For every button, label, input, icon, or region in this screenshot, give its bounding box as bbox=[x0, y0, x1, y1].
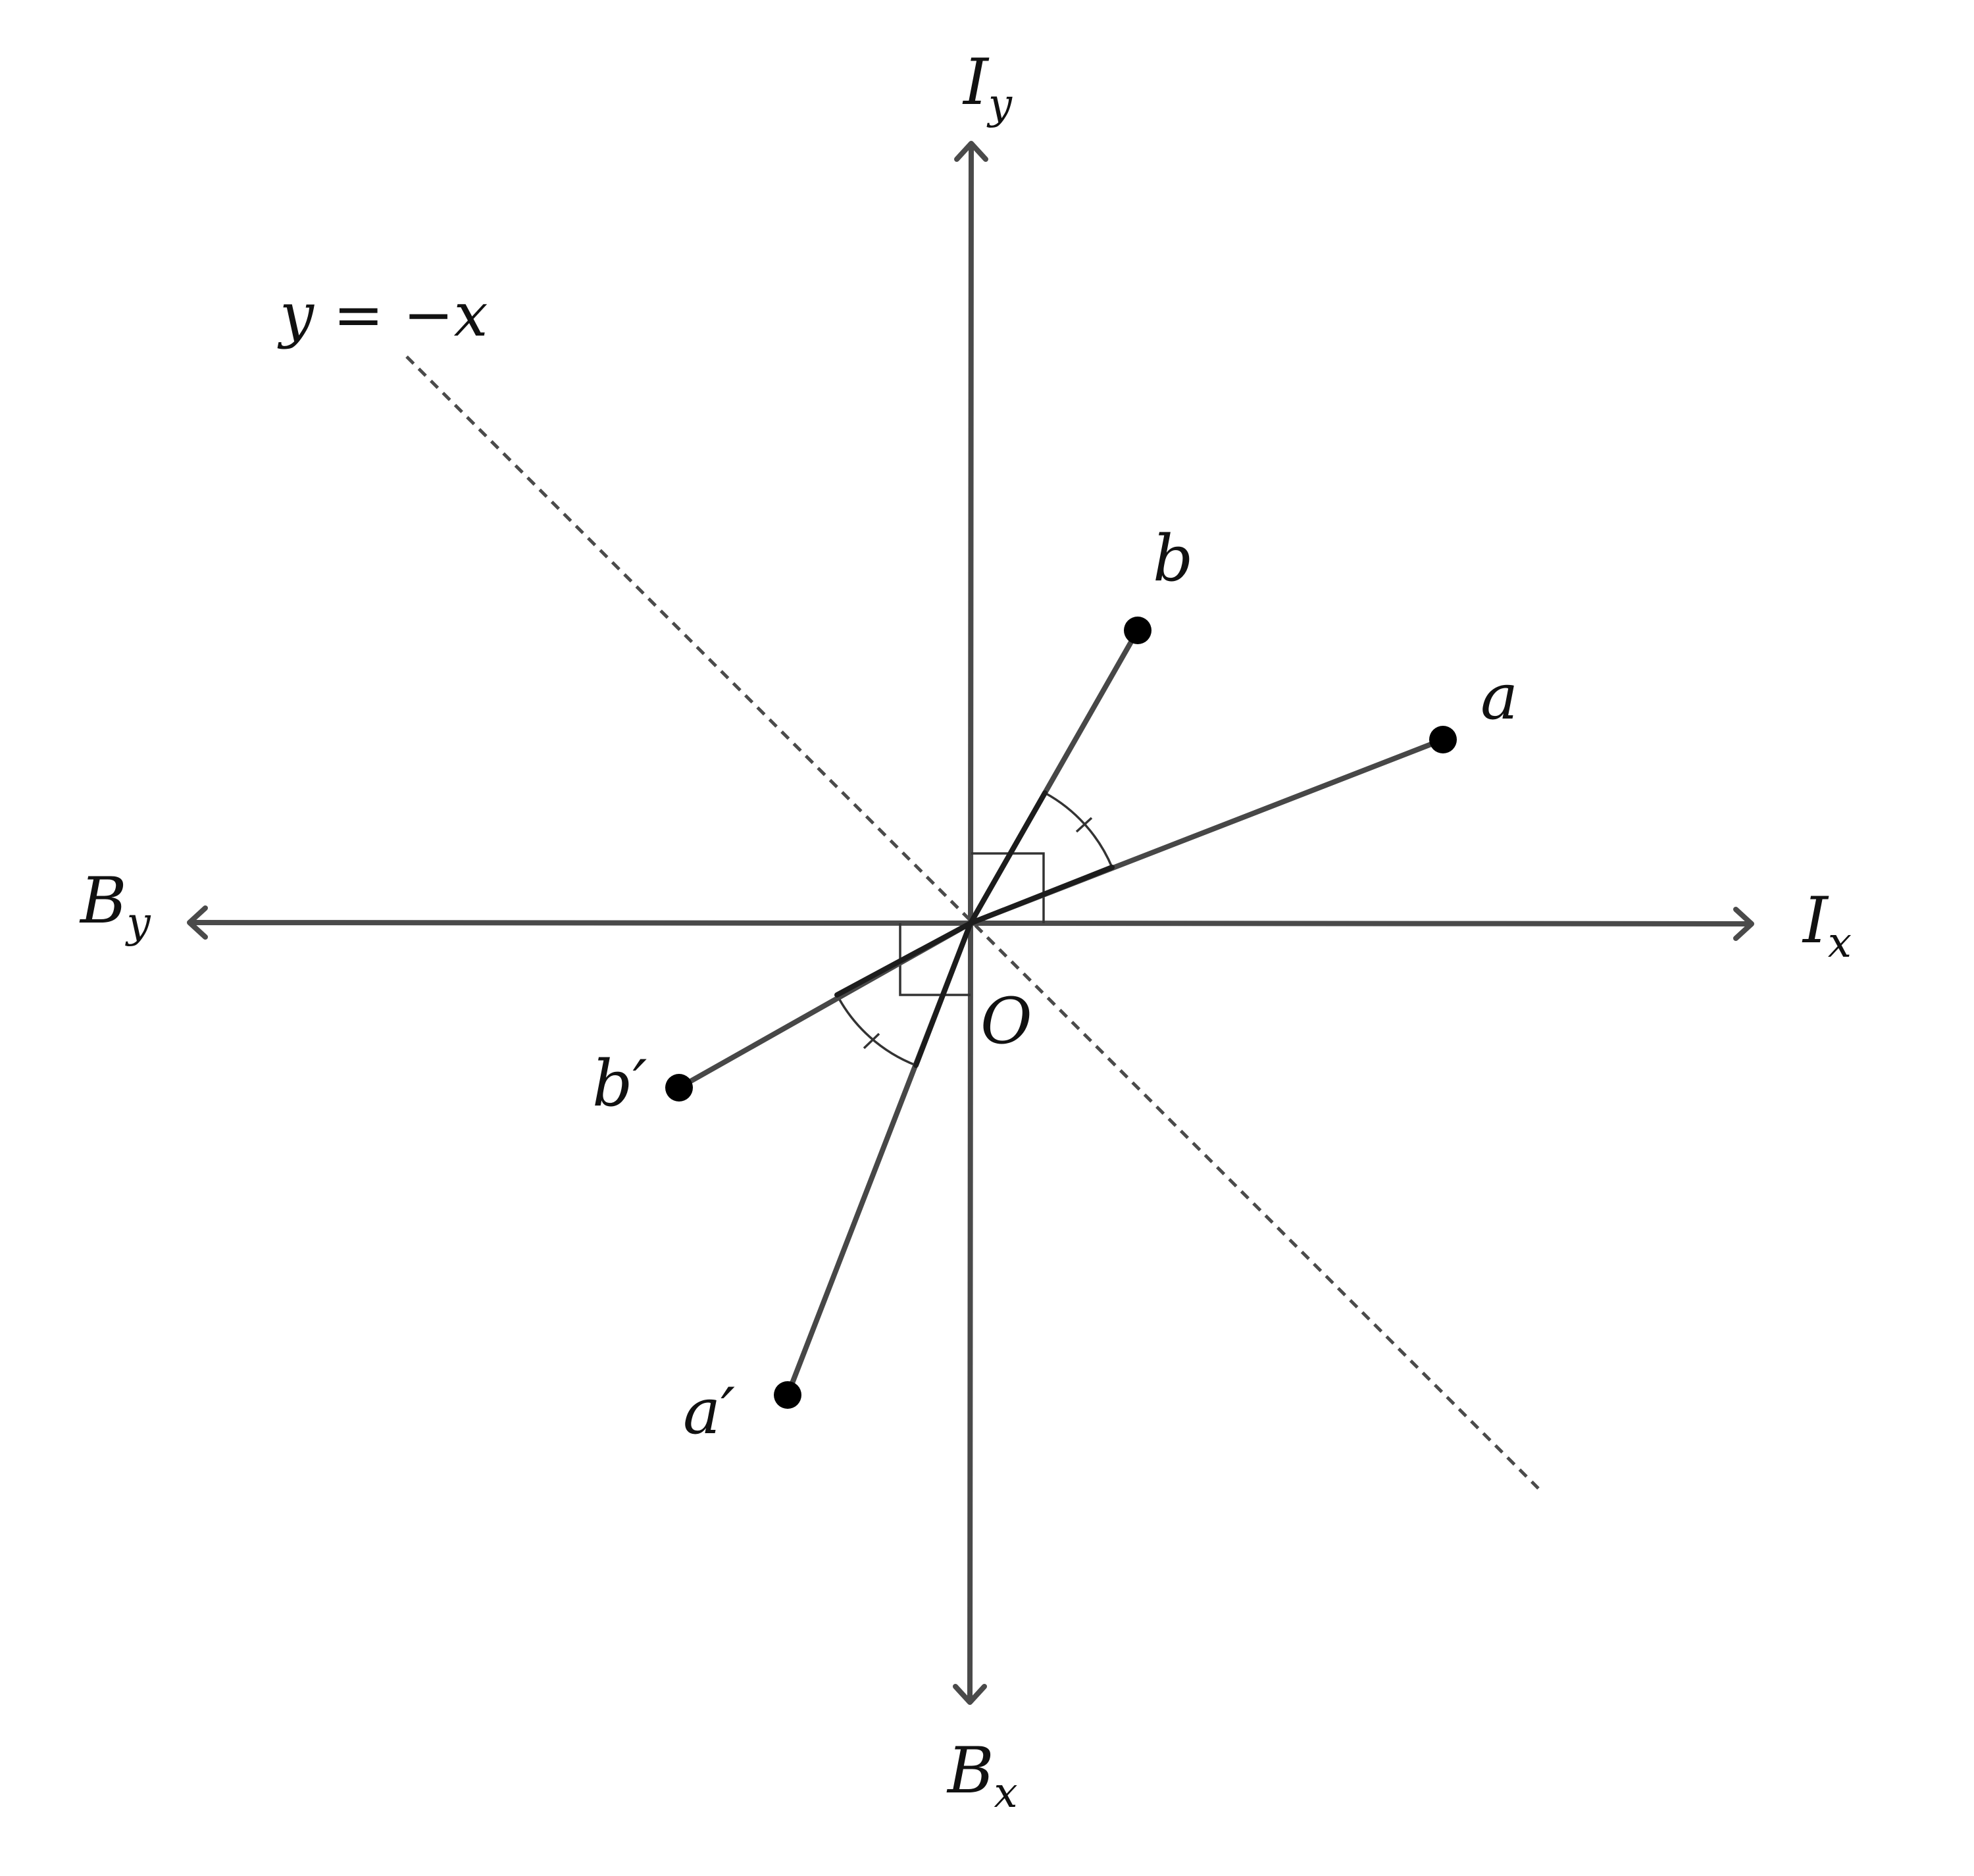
right-arrowhead bbox=[1733, 907, 1754, 941]
label-b-prime: b′ bbox=[592, 1047, 647, 1121]
angle-arc-lower bbox=[836, 994, 917, 1067]
down-arrowhead bbox=[953, 1684, 987, 1705]
label-a: a bbox=[1480, 660, 1518, 734]
label-negative-x: By bbox=[79, 864, 151, 948]
label-positive-y: Iy bbox=[962, 45, 1013, 129]
point-b bbox=[1124, 617, 1152, 644]
segment-overlap-b-prime bbox=[834, 921, 973, 998]
point-a bbox=[1429, 726, 1457, 753]
segment-overlap-b bbox=[968, 790, 1048, 926]
angle-tick-upper bbox=[1075, 817, 1093, 833]
segment-overlap-a bbox=[968, 865, 1115, 926]
right-angle-marker-upper bbox=[971, 852, 1045, 923]
angle-tick-lower bbox=[863, 1032, 880, 1050]
origin-label: O bbox=[980, 984, 1032, 1058]
up-arrowhead bbox=[954, 141, 988, 162]
label-a-prime: a′ bbox=[683, 1375, 735, 1448]
label-negative-y: Bx bbox=[946, 1734, 1018, 1817]
point-b-prime bbox=[665, 1074, 693, 1102]
right-angle-marker-lower bbox=[899, 923, 971, 996]
segment-overlap-a-prime bbox=[913, 921, 973, 1068]
point-a-prime bbox=[774, 1381, 801, 1409]
label-b: b bbox=[1153, 522, 1193, 596]
reflection-line-label: y = −x bbox=[277, 280, 488, 350]
label-positive-x: Ix bbox=[1802, 884, 1852, 967]
left-arrowhead bbox=[187, 905, 208, 940]
